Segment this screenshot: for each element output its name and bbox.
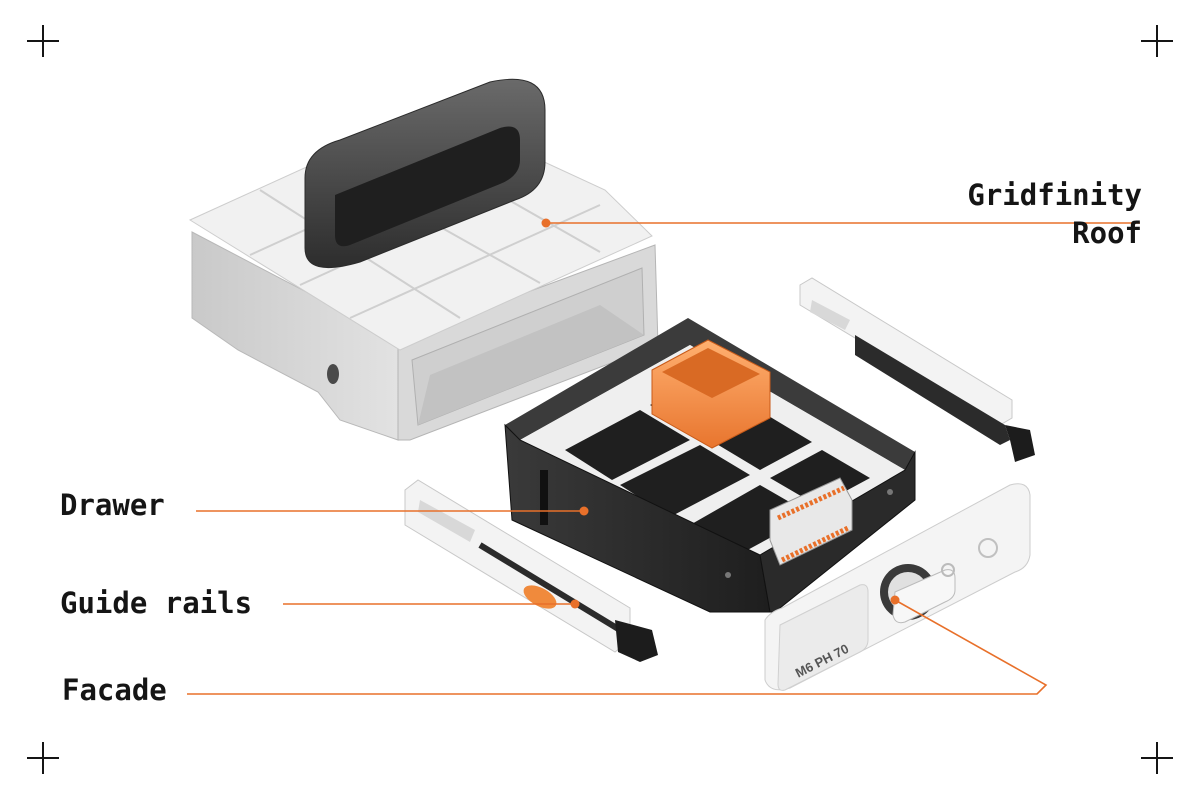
crop-mark-top-left bbox=[27, 25, 59, 57]
leader-facade-dot bbox=[890, 595, 900, 605]
housing-inner-floor bbox=[418, 305, 644, 425]
leader-lines bbox=[187, 222, 1140, 695]
guide-rail-left-orange-stop bbox=[523, 585, 557, 609]
drawer-screw-left bbox=[725, 572, 731, 578]
gridfinity-bin-orange bbox=[651, 339, 771, 449]
guide-rail-left bbox=[404, 479, 658, 662]
leader-dots bbox=[541, 218, 900, 609]
drawer-side-slot bbox=[540, 470, 548, 525]
housing-with-gridfinity-roof bbox=[188, 78, 659, 441]
leader-facade bbox=[187, 599, 1048, 695]
facade-button-round bbox=[978, 538, 998, 558]
callout-facade: Facade bbox=[62, 673, 167, 707]
callout-gridfinity-roof-line2: Roof bbox=[1072, 216, 1142, 250]
crop-mark-bottom-right bbox=[1141, 742, 1173, 774]
facade-button-small bbox=[941, 563, 955, 577]
guide-rail-right bbox=[799, 277, 1035, 462]
facade-label-plate bbox=[777, 584, 869, 691]
drawer bbox=[504, 318, 916, 613]
crop-mark-bottom-left bbox=[27, 742, 59, 774]
leader-guide-rails-dot bbox=[570, 599, 580, 609]
facade-knob-lever bbox=[892, 569, 956, 624]
leader-drawer-dot bbox=[579, 506, 589, 516]
leader-roof-dot bbox=[541, 218, 551, 228]
roof-handle-hole bbox=[335, 126, 520, 247]
callout-gridfinity-roof-line1: Gridfinity bbox=[967, 178, 1142, 212]
callout-guide-rails: Guide rails bbox=[60, 586, 253, 620]
drawer-front-clip bbox=[769, 477, 853, 566]
housing-side-slot bbox=[327, 364, 339, 384]
drawer-screw-right bbox=[887, 489, 893, 495]
callout-drawer: Drawer bbox=[60, 488, 165, 522]
callout-gridfinity-roof: Gridfinity Roof bbox=[967, 176, 1142, 252]
crop-mark-top-right bbox=[1141, 25, 1173, 57]
